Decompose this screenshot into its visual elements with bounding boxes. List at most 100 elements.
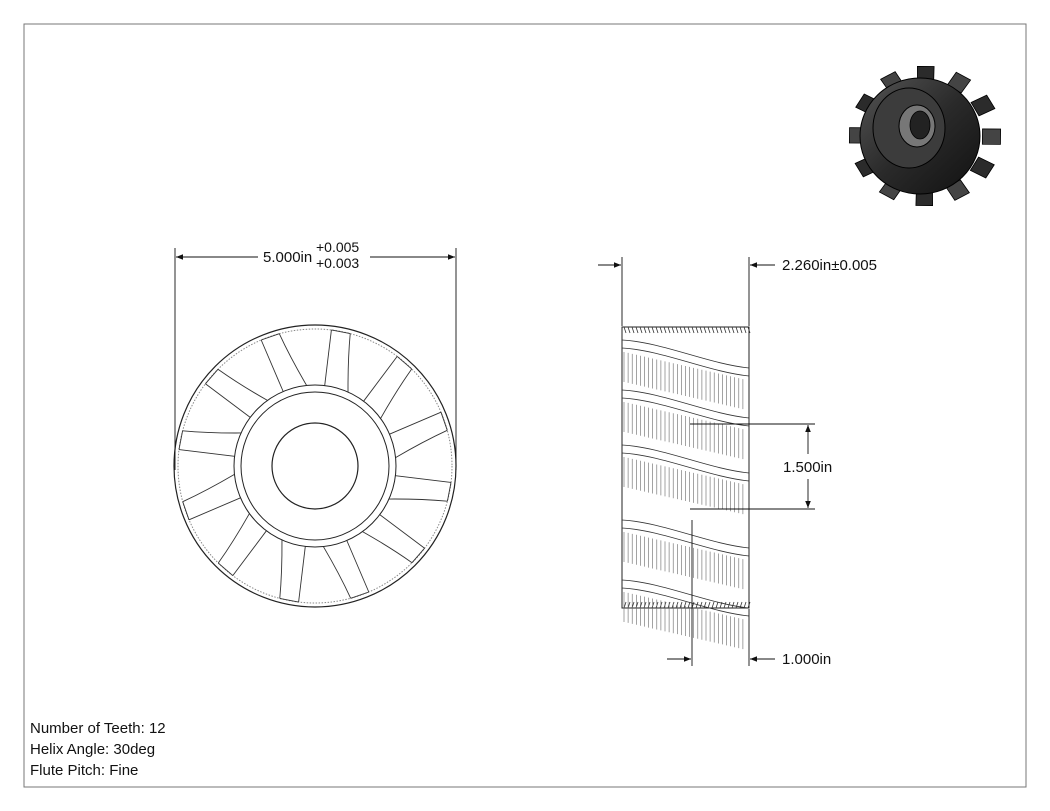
- flute-curve: [278, 333, 308, 386]
- hub-dimension: [667, 520, 775, 666]
- knurl-tick: [695, 601, 699, 609]
- tooth-face-line: [379, 514, 425, 549]
- knurl-tick: [723, 326, 727, 334]
- knurl-tick: [723, 601, 727, 609]
- knurl-tick: [719, 326, 723, 334]
- knurl-tick: [683, 326, 687, 334]
- flute-edge: [621, 579, 750, 609]
- flute-curve: [279, 539, 283, 599]
- knurl-tick: [735, 601, 739, 609]
- knurl-tick: [739, 326, 743, 334]
- flute-curve: [347, 333, 351, 393]
- front-hub-inner-circle: [240, 391, 390, 541]
- front-hub-circle: [233, 384, 397, 548]
- knurl-tick: [635, 326, 639, 334]
- knurl-tick: [707, 601, 711, 609]
- flute-curve: [388, 498, 448, 502]
- flute-edge: [621, 444, 750, 474]
- side-flutes: [621, 326, 751, 650]
- note-teeth: Number of Teeth: 12: [30, 720, 166, 737]
- od-tol-upper: +0.005: [316, 239, 359, 255]
- flute-curve: [217, 368, 268, 401]
- knurl-tick: [743, 601, 747, 609]
- tooth-face-line: [205, 383, 251, 418]
- iso-tooth: [970, 94, 996, 117]
- od-dimension: [174, 248, 457, 470]
- knurl-tick: [651, 326, 655, 334]
- width-dimension: [598, 257, 775, 326]
- bore-dimension: [690, 423, 815, 510]
- flute-curve: [182, 430, 242, 434]
- tooth-face-line: [395, 475, 452, 483]
- tooth-face-line: [232, 530, 267, 576]
- tooth-tip-line: [178, 430, 184, 450]
- flute-curve: [217, 513, 250, 564]
- iso-bore: [909, 110, 931, 140]
- knurl-tick: [711, 601, 715, 609]
- tooth-tip-line: [182, 501, 190, 520]
- isometric-view: [848, 66, 1002, 206]
- knurl-tick: [703, 326, 707, 334]
- knurl-tick: [743, 326, 747, 334]
- bore-value: 1.500in: [783, 459, 832, 476]
- flute-edge: [621, 339, 750, 369]
- tooth-face-line: [298, 546, 306, 603]
- knurl-tick: [711, 326, 715, 334]
- flute-curve: [362, 531, 413, 564]
- knurl-tick: [659, 326, 663, 334]
- flute-curve: [395, 429, 448, 459]
- flute-curve: [322, 546, 352, 599]
- tooth-face-line: [346, 540, 370, 593]
- front-outer-circle: [173, 324, 457, 608]
- knurl-tick: [699, 601, 703, 609]
- tooth-face-line: [178, 449, 235, 457]
- flute-edge: [621, 452, 750, 482]
- knurl-tick: [627, 326, 631, 334]
- tooth-tip-line: [446, 482, 452, 502]
- sheet-border: [23, 23, 1027, 788]
- front-view: [173, 324, 457, 608]
- tooth-tip-line: [261, 333, 280, 341]
- knurl-tick: [735, 326, 739, 334]
- knurl-tick: [671, 326, 675, 334]
- front-knurl-circle: [177, 328, 453, 604]
- knurl-tick: [707, 326, 711, 334]
- knurl-tick: [675, 326, 679, 334]
- knurl-tick: [643, 326, 647, 334]
- knurl-tick: [687, 601, 691, 609]
- tooth-face-line: [260, 339, 284, 392]
- tooth-tip-line: [218, 562, 234, 576]
- knurl-tick: [655, 326, 659, 334]
- knurl-tick: [679, 601, 683, 609]
- iso-tooth: [981, 128, 1002, 145]
- front-teeth: [178, 329, 452, 603]
- tooth-face-line: [324, 329, 332, 386]
- hub-length-value: 1.000in: [782, 651, 831, 668]
- od-tol-lower: +0.003: [316, 255, 359, 271]
- knurl-tick: [623, 601, 627, 609]
- knurl-tick: [679, 326, 683, 334]
- tooth-tip-line: [205, 369, 219, 385]
- knurl-tick: [699, 326, 703, 334]
- tooth-tip-line: [279, 597, 299, 603]
- knurl-tick: [691, 326, 695, 334]
- iso-tooth: [969, 156, 995, 179]
- knurl-tick: [731, 601, 735, 609]
- knurl-tick: [715, 326, 719, 334]
- knurl-tick: [667, 326, 671, 334]
- flute-edge: [621, 347, 750, 377]
- knurl-tick: [663, 326, 667, 334]
- knurl-tick: [727, 326, 731, 334]
- knurl-tick: [731, 326, 735, 334]
- tooth-tip-line: [396, 356, 412, 370]
- knurl-tick: [687, 326, 691, 334]
- flute-edge: [621, 527, 750, 557]
- knurl-tick: [703, 601, 707, 609]
- tooth-face-line: [363, 356, 398, 402]
- knurl-tick: [639, 326, 643, 334]
- tooth-tip-line: [411, 547, 425, 563]
- knurl-tick: [683, 601, 687, 609]
- knurl-tick: [647, 326, 651, 334]
- width-value: 2.260in±0.005: [782, 257, 877, 274]
